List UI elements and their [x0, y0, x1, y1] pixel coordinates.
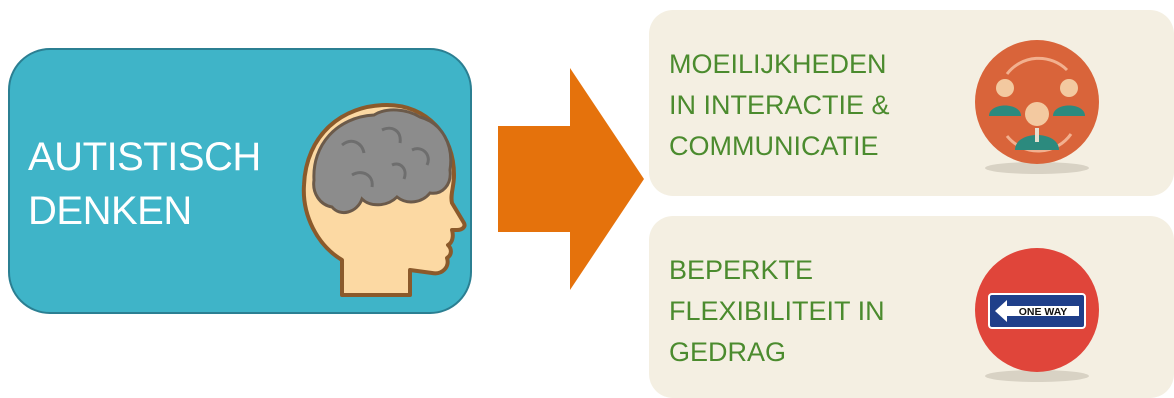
- brain-head-icon: [301, 103, 467, 297]
- card-1-text: MOEILIJKHEDEN IN INTERACTIE & COMMUNICAT…: [669, 44, 890, 167]
- card-2-line-3: GEDRAG: [669, 337, 787, 367]
- card-2-text: BEPERKTE FLEXIBILITEIT IN GEDRAG: [669, 250, 885, 373]
- card-interactie: MOEILIJKHEDEN IN INTERACTIE & COMMUNICAT…: [649, 10, 1174, 196]
- card-1-line-1: MOEILIJKHEDEN: [669, 49, 887, 79]
- card-2-line-2: FLEXIBILITEIT IN: [669, 296, 885, 326]
- people-interaction-icon: [975, 40, 1099, 174]
- card-2-line-1: BEPERKTE: [669, 255, 814, 285]
- right-arrow: [498, 68, 644, 290]
- one-way-sign-text: ONE WAY: [1019, 306, 1068, 318]
- card-1-line-2: IN INTERACTIE &: [669, 90, 890, 120]
- left-label-line-2: DENKEN: [28, 189, 192, 233]
- left-box-label: AUTISTISCH DENKEN: [28, 130, 261, 238]
- card-flexibiliteit: BEPERKTE FLEXIBILITEIT IN GEDRAG ONE WAY: [649, 216, 1174, 398]
- one-way-sign-icon: ONE WAY: [975, 248, 1099, 382]
- card-1-line-3: COMMUNICATIE: [669, 131, 879, 161]
- left-label-line-1: AUTISTISCH: [28, 135, 261, 179]
